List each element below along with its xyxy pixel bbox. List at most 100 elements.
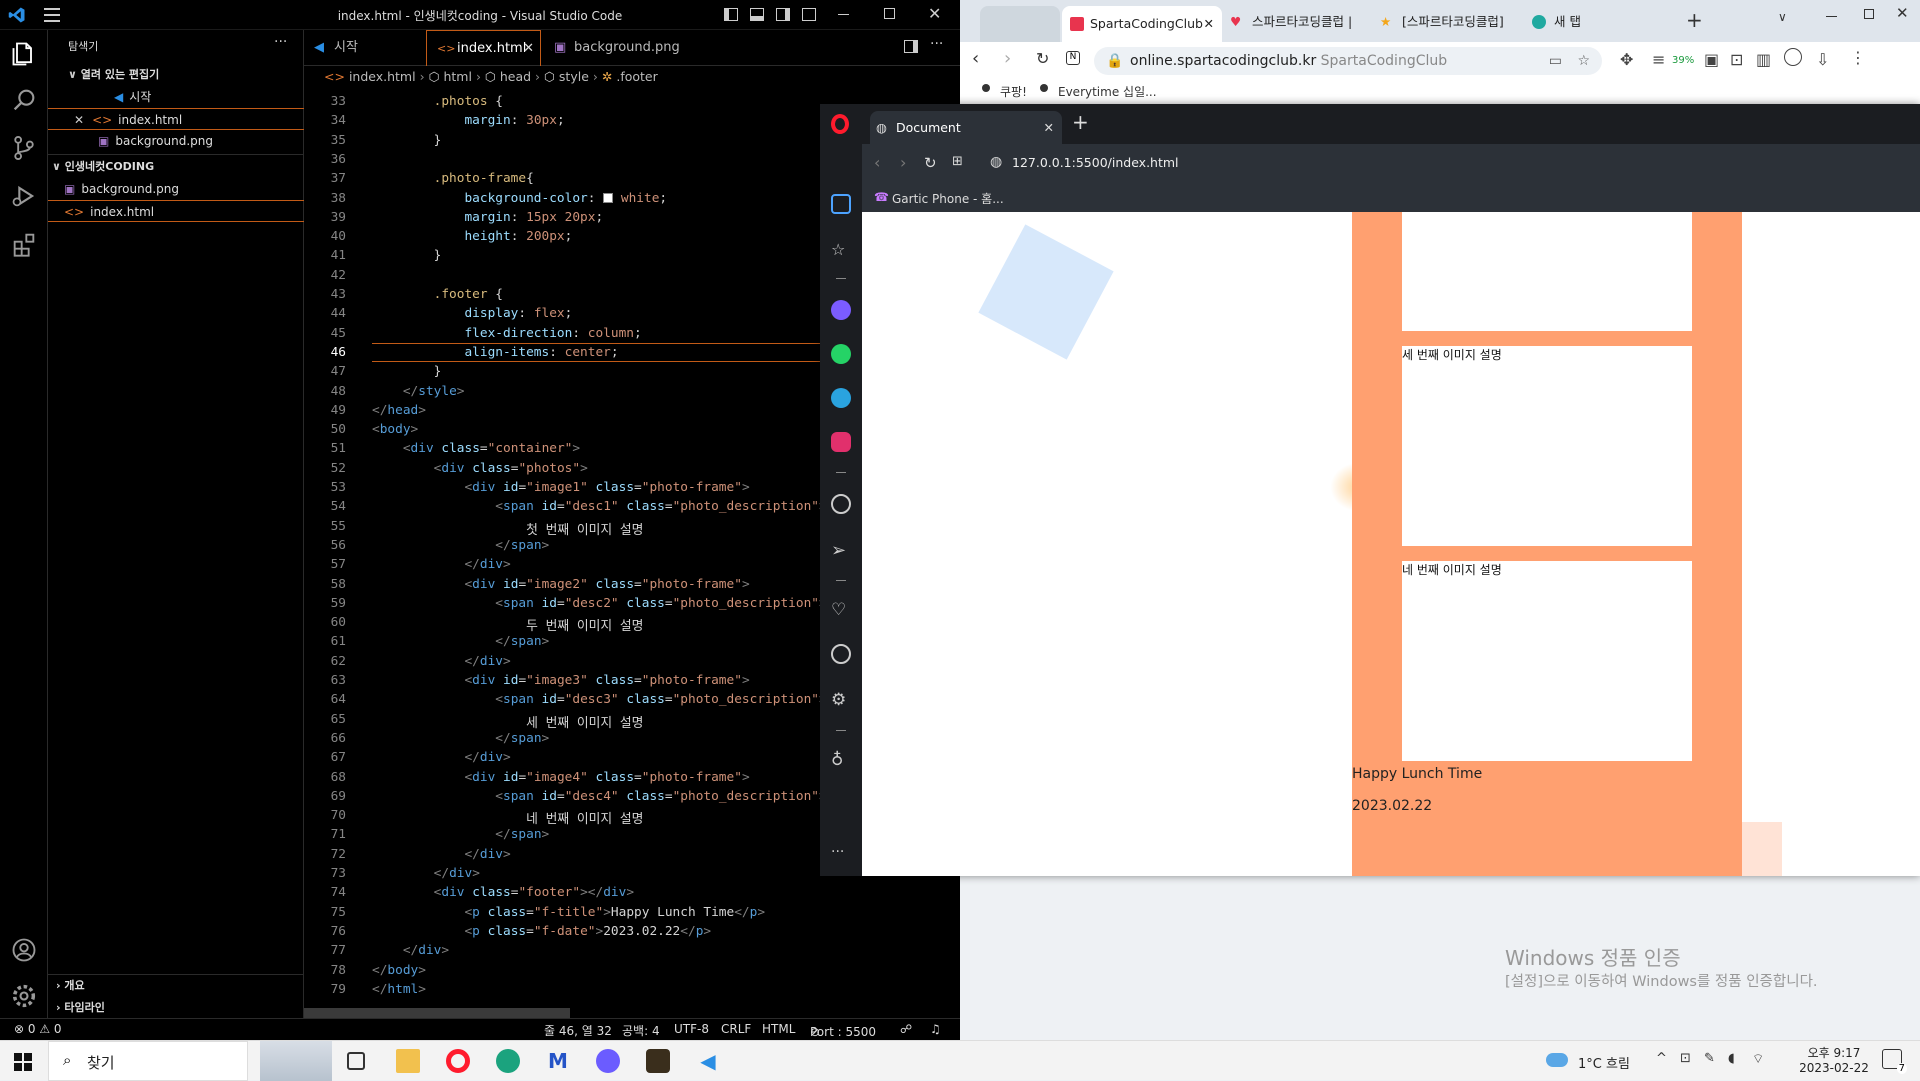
chrome-tab-3[interactable]: ★[스파르타코딩클럽] xyxy=(1374,10,1524,34)
chrome-minimize-icon[interactable] xyxy=(1826,16,1837,17)
code-line[interactable]: </div> xyxy=(402,943,450,959)
tray-volume-icon[interactable]: ◖ xyxy=(1728,1051,1735,1066)
breadcrumb-item[interactable]: style xyxy=(558,69,589,84)
tray-pen-icon[interactable]: ✎ xyxy=(1704,1051,1715,1066)
file-explorer-icon[interactable] xyxy=(396,1049,420,1073)
tray-network-icon[interactable]: ⌔ xyxy=(1752,1052,1765,1067)
menu-icon[interactable] xyxy=(44,8,60,22)
close-icon[interactable]: ✕ xyxy=(928,4,942,23)
tab-start[interactable]: ◀시작 xyxy=(304,30,424,66)
code-line[interactable]: .photo-frame{ xyxy=(433,171,534,187)
edge-taskbar-icon[interactable] xyxy=(496,1049,520,1073)
game-app-icon[interactable] xyxy=(646,1049,670,1073)
code-line[interactable]: </span> xyxy=(495,634,550,650)
code-line[interactable]: <div id="image1" class="photo-frame"> xyxy=(464,480,750,495)
code-line[interactable]: </div> xyxy=(464,846,511,862)
windows-start-icon[interactable] xyxy=(14,1053,32,1071)
code-line[interactable]: } xyxy=(372,132,442,148)
open-editor-background-png[interactable]: ▣background.png xyxy=(98,134,213,148)
toggle-secondary-sidebar-icon[interactable] xyxy=(776,8,790,21)
code-line[interactable]: </span> xyxy=(495,730,550,746)
folder-header[interactable]: ∨ 인생네컷CODING xyxy=(52,160,155,173)
opera-address-bar[interactable]: 127.0.0.1:5500/index.html xyxy=(1012,155,1179,170)
code-line[interactable]: height: 200px; xyxy=(464,229,573,245)
m-app-icon[interactable]: M xyxy=(548,1049,568,1073)
toggle-sidebar-icon[interactable] xyxy=(724,8,738,21)
code-line[interactable]: </span> xyxy=(495,537,550,553)
code-line[interactable]: <p class="f-date">2023.02.22</p> xyxy=(464,923,712,939)
code-line[interactable]: <span id="desc3" class="photo_descriptio… xyxy=(495,692,826,708)
extensions-puzzle-icon[interactable]: ✥ xyxy=(1620,50,1634,69)
instagram-icon[interactable] xyxy=(831,432,851,452)
outline-section[interactable]: › 개요 xyxy=(56,979,85,992)
lightbulb-icon[interactable]: ♁ xyxy=(831,750,844,770)
vscode-taskbar-icon[interactable]: ◀ xyxy=(700,1049,716,1073)
opera-tab-document[interactable]: ◍ Document ✕ xyxy=(870,111,1062,144)
toggle-panel-icon[interactable] xyxy=(750,8,764,21)
timeline-section[interactable]: › 타임라인 xyxy=(56,1001,105,1014)
open-editor-start[interactable]: ◀시작 xyxy=(114,90,152,104)
favorites-heart-icon[interactable]: ♡ xyxy=(831,600,847,620)
code-line[interactable]: 네 번째 이미지 설명 xyxy=(372,812,644,828)
code-line[interactable]: </head> xyxy=(372,402,426,418)
editor-more-icon[interactable]: ··· xyxy=(930,36,944,52)
bookmark-everytime[interactable]: Everytime 십일... xyxy=(1058,85,1157,99)
sidebar-icon[interactable]: ▥ xyxy=(1756,50,1772,69)
opera-new-tab-icon[interactable]: + xyxy=(1072,110,1089,134)
tab-close-icon[interactable]: ✕ xyxy=(1043,120,1054,135)
code-line[interactable]: } xyxy=(372,364,442,380)
code-line[interactable]: </html> xyxy=(372,981,426,997)
zoom-percentage[interactable]: 39% xyxy=(1672,55,1695,66)
code-line[interactable]: </span> xyxy=(495,827,550,843)
settings-gear-icon[interactable] xyxy=(10,982,38,1010)
tab-search-icon[interactable]: ∨ xyxy=(1778,10,1787,24)
code-line[interactable]: </div> xyxy=(464,750,511,766)
reading-list-icon[interactable]: ≡ xyxy=(1652,50,1666,69)
code-line[interactable]: flex-direction: column; xyxy=(464,325,642,341)
code-line[interactable]: } xyxy=(372,248,442,264)
chat-app-icon[interactable] xyxy=(596,1049,620,1073)
minimize-icon[interactable] xyxy=(838,14,849,15)
sidebar-more-icon[interactable]: ··· xyxy=(831,844,845,860)
opera-taskbar-icon[interactable] xyxy=(446,1049,470,1073)
bookmark-star-icon[interactable]: ☆ xyxy=(1577,53,1590,69)
code-line[interactable]: align-items: center; xyxy=(464,344,619,360)
code-line[interactable]: background-color: white; xyxy=(464,190,668,206)
forward-icon[interactable]: › xyxy=(1004,48,1012,69)
code-line[interactable]: <div id="image2" class="photo-frame"> xyxy=(464,576,750,592)
profile-icon[interactable] xyxy=(1784,48,1802,66)
chrome-menu-icon[interactable]: ⋮ xyxy=(1850,48,1866,67)
forward-icon[interactable]: › xyxy=(900,153,907,172)
explorer-icon[interactable] xyxy=(10,40,38,68)
code-line[interactable]: .photos { xyxy=(433,94,503,109)
code-line[interactable]: <p class="f-title">Happy Lunch Time</p> xyxy=(464,904,766,920)
downloads-icon[interactable]: ⇩ xyxy=(1816,50,1830,69)
code-line[interactable]: display: flex; xyxy=(464,306,573,322)
code-line[interactable]: </div> xyxy=(433,866,480,881)
code-line[interactable]: <span id="desc1" class="photo_descriptio… xyxy=(495,499,826,515)
search-icon[interactable] xyxy=(10,86,38,114)
language-mode[interactable]: HTML xyxy=(762,1022,796,1036)
tray-app-icon[interactable]: ⊡ xyxy=(1680,1051,1691,1066)
site-info-icon[interactable]: ◍ xyxy=(990,154,1003,170)
telegram-icon[interactable] xyxy=(831,388,851,408)
reload-icon[interactable]: ↻ xyxy=(924,154,937,172)
code-line[interactable]: 세 번째 이미지 설명 xyxy=(372,715,644,731)
cursor-position[interactable]: 줄 46, 열 32 xyxy=(544,1024,612,1038)
code-line[interactable]: </body> xyxy=(372,962,426,978)
messenger-icon[interactable] xyxy=(831,300,851,320)
maximize-icon[interactable] xyxy=(884,8,895,19)
code-line[interactable]: <span id="desc2" class="photo_descriptio… xyxy=(495,595,826,611)
back-icon[interactable]: ‹ xyxy=(874,153,881,172)
code-line[interactable]: <body> xyxy=(372,422,419,438)
new-tab-icon[interactable]: + xyxy=(1686,8,1703,32)
code-line[interactable]: <div class="footer"></div> xyxy=(433,885,635,901)
player-icon[interactable] xyxy=(831,494,851,514)
code-line[interactable]: <div id="image4" class="photo-frame"> xyxy=(464,769,750,785)
code-line[interactable]: </style> xyxy=(402,383,465,399)
search-highlight-image[interactable] xyxy=(260,1041,332,1081)
weather-text[interactable]: 1°C 흐림 xyxy=(1578,1057,1630,1072)
tab-close-icon[interactable]: ✕ xyxy=(523,41,534,56)
split-editor-icon[interactable] xyxy=(904,40,918,53)
code-line[interactable]: <span id="desc4" class="photo_descriptio… xyxy=(495,788,826,804)
